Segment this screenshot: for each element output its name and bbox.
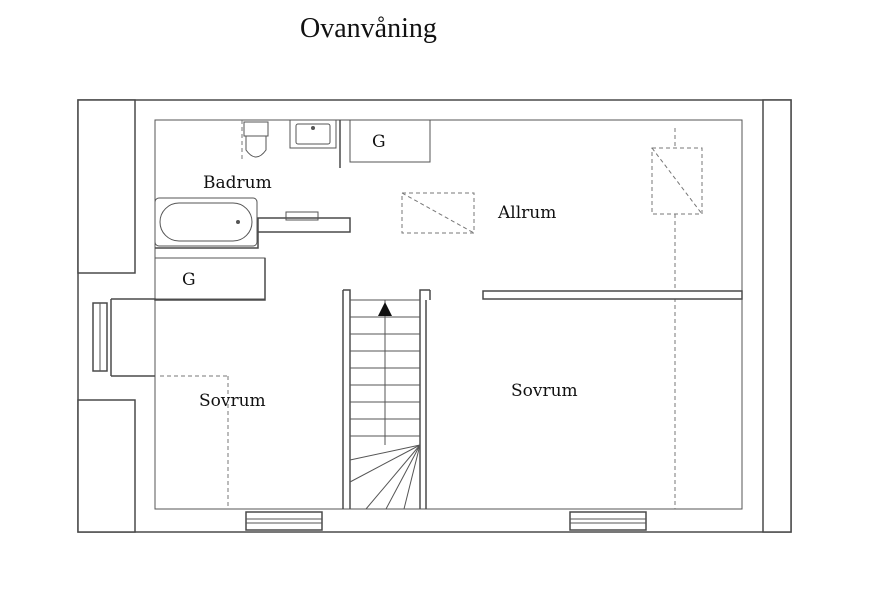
bathtub-icon xyxy=(154,197,258,247)
closet-top: G xyxy=(349,119,431,163)
closet-top-label: G xyxy=(372,132,386,152)
closet-left: G xyxy=(154,257,266,300)
interior-walls xyxy=(110,258,743,509)
toilet-icon xyxy=(243,121,269,158)
room-label-family-room: Allrum xyxy=(497,203,556,223)
stair-direction-arrow-icon xyxy=(378,302,392,316)
window-icon xyxy=(92,302,108,372)
room-label-bedroom-right: Sovrum xyxy=(511,381,578,401)
room-label-bedroom-left: Sovrum xyxy=(199,391,266,411)
skylight-icon xyxy=(651,147,703,215)
towel-rail-icon xyxy=(285,211,319,221)
closet-left-label: G xyxy=(182,270,196,290)
bathroom-walls xyxy=(155,120,351,249)
room-label-bathroom: Badrum xyxy=(203,173,272,193)
window-icon xyxy=(569,511,647,531)
staircase xyxy=(349,299,421,510)
skylight-icon xyxy=(401,192,475,234)
outer-walls xyxy=(77,99,792,533)
sink-icon xyxy=(289,119,337,149)
window-icon xyxy=(245,511,323,531)
plan-title: Ovanvåning xyxy=(300,13,437,44)
